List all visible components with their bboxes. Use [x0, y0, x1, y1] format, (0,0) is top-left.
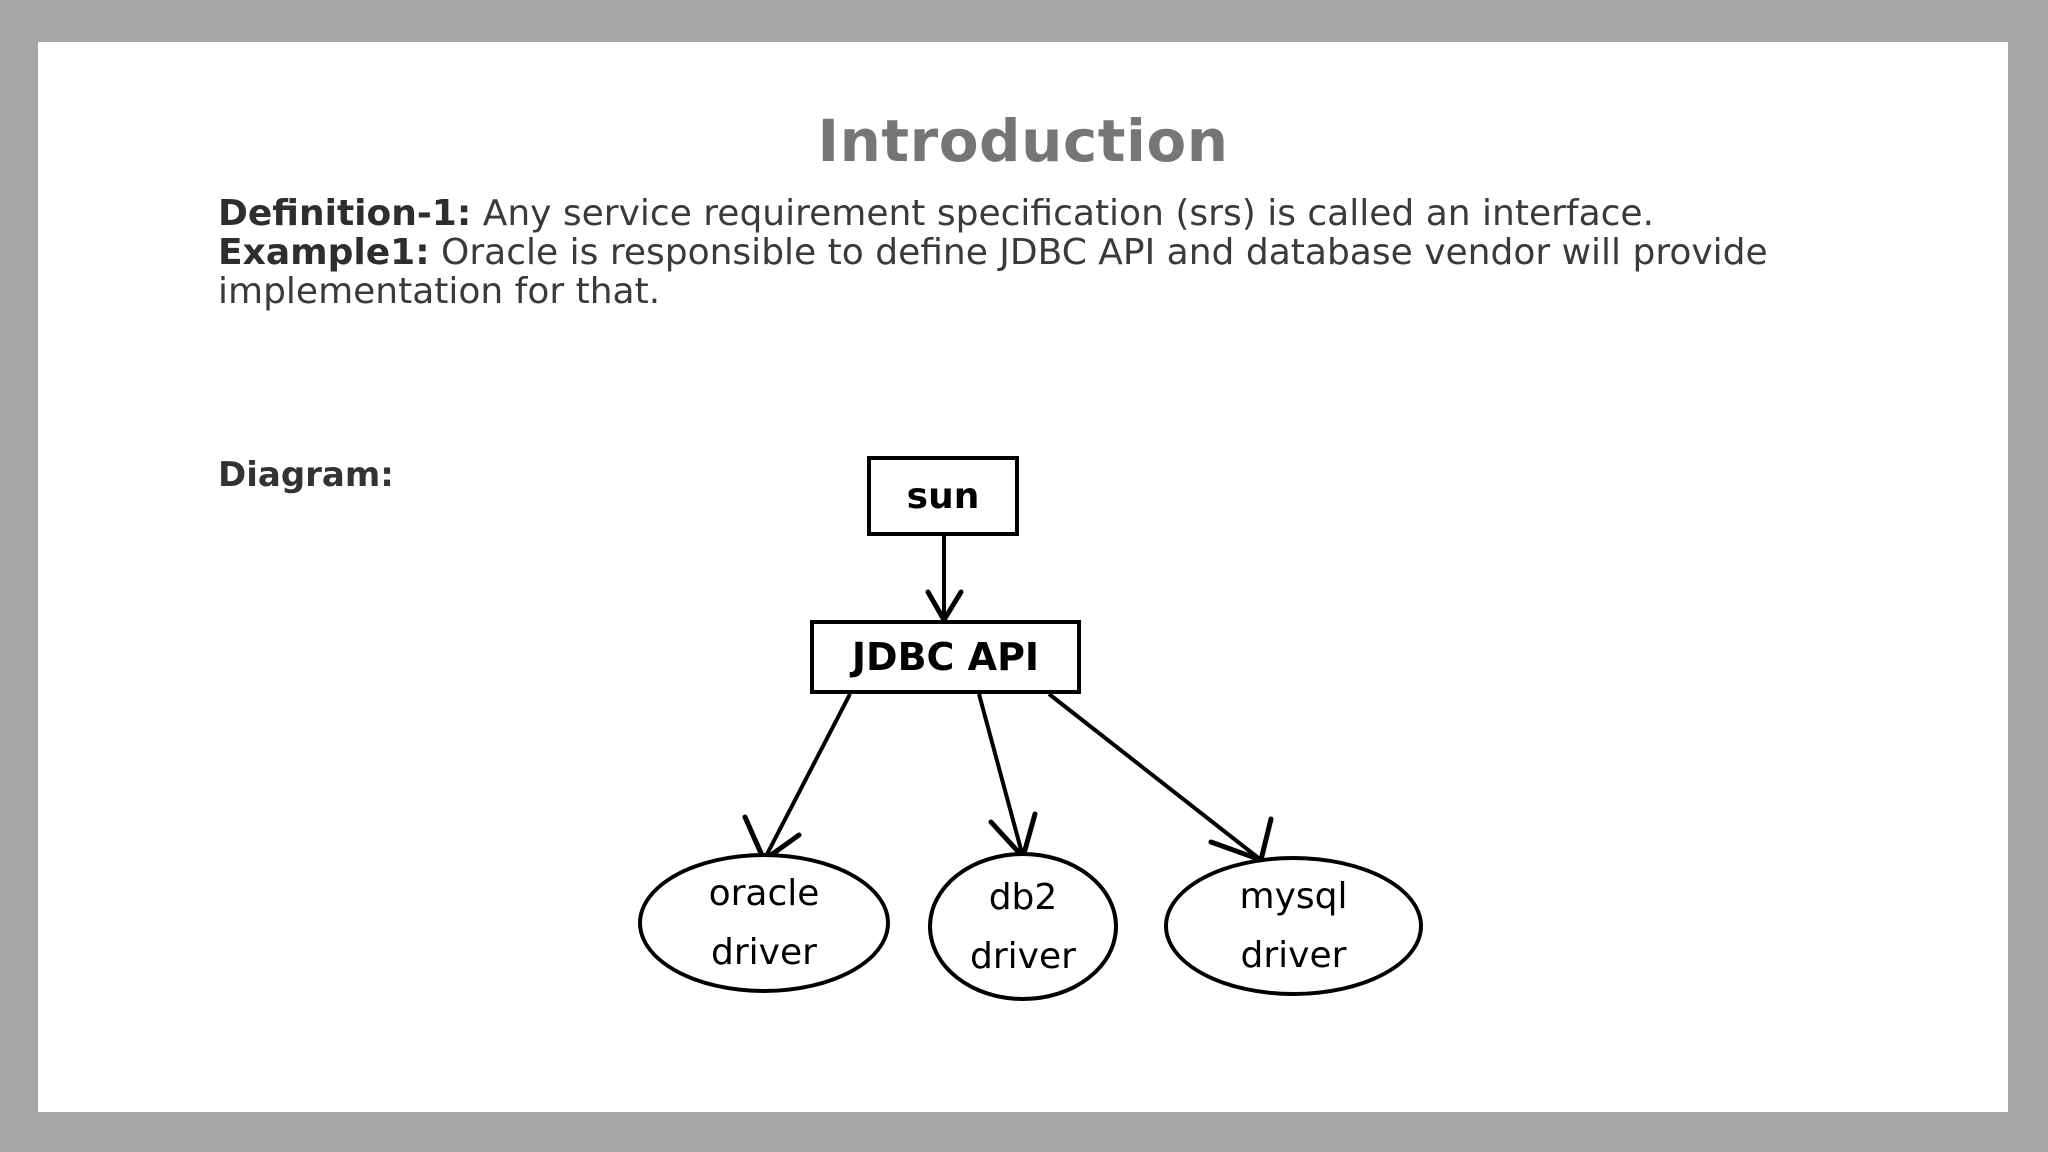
definition-label: Definition-1: — [218, 193, 472, 234]
diagram-node-oracle-driver[interactable]: oracle driver — [638, 853, 890, 993]
edge-jdbc-api-to-oracle-driver — [742, 693, 852, 864]
page-title: Introduction — [817, 107, 1229, 175]
diagram-label: Diagram: — [218, 455, 394, 495]
diagram-node-mysql-driver[interactable]: mysql driver — [1164, 856, 1423, 996]
diagram-node-db2-driver[interactable]: db2 driver — [928, 852, 1118, 1001]
db2-driver-line-1: db2 — [988, 876, 1058, 918]
diagram-node-sun[interactable]: sun — [867, 456, 1019, 536]
diagram-node-jdbc-api[interactable]: JDBC API — [810, 620, 1081, 694]
diagram-container: sun JDBC API oracle driver db2 driver my… — [38, 42, 2008, 1112]
oracle-driver-line-1: oracle — [708, 873, 820, 914]
edge-jdbc-api-to-mysql-driver — [1047, 692, 1274, 864]
edge-sun-to-jdbc-api — [925, 536, 964, 625]
db2-driver-line-2: driver — [970, 935, 1076, 977]
definition-line: Definition-1: Any service requirement sp… — [218, 193, 1818, 234]
example-text: Oracle is responsible to define JDBC API… — [218, 231, 1768, 312]
definition-text: Any service requirement specification (s… — [471, 193, 1655, 234]
example-line: Example1: Oracle is responsible to defin… — [218, 231, 1818, 312]
mysql-driver-line-2: driver — [1240, 935, 1347, 976]
example-label: Example1: — [218, 231, 430, 273]
mysql-driver-line-1: mysql — [1239, 876, 1348, 917]
slide-canvas: Introduction Definition-1: Any service r… — [38, 42, 2008, 1112]
oracle-driver-line-2: driver — [711, 932, 817, 973]
edge-jdbc-api-to-db2-driver — [977, 693, 1038, 863]
slide-body-text: Definition-1: Any service requirement sp… — [218, 193, 1818, 312]
